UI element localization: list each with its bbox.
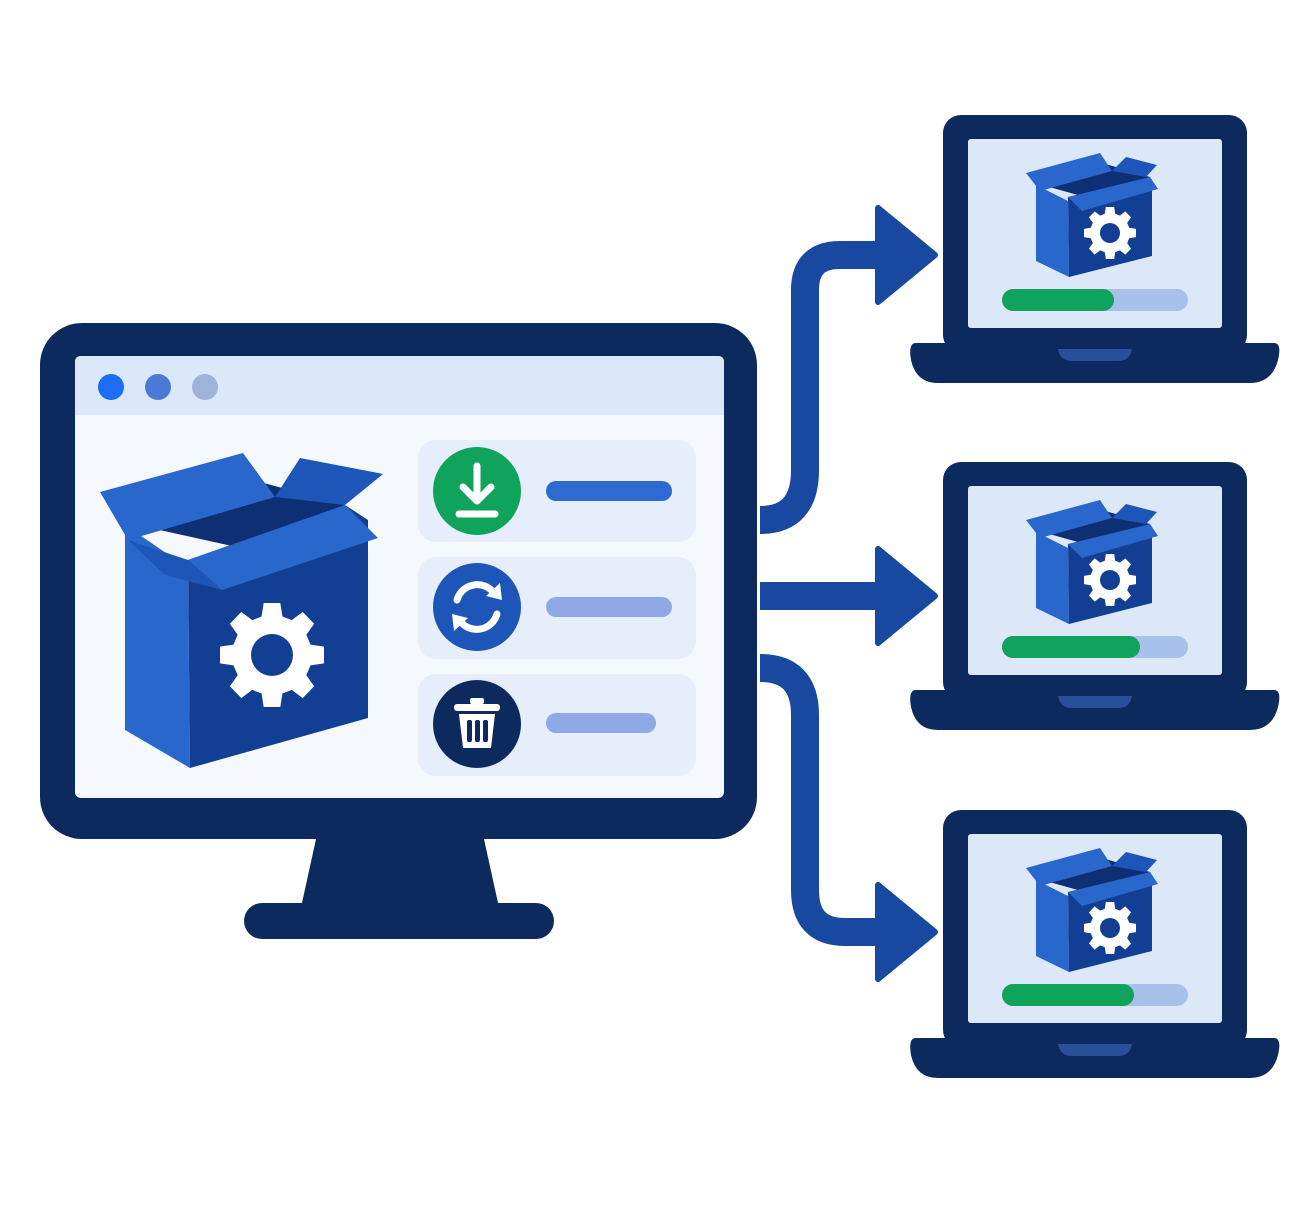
connector-arrows [759, 205, 938, 982]
laptop-trackpad-notch [1058, 349, 1132, 361]
action-row-update[interactable] [418, 557, 696, 659]
laptop-base [910, 690, 1280, 730]
laptop-trackpad-notch [1058, 1044, 1132, 1056]
progress-fill [1002, 289, 1114, 311]
download-arrow-glyph [455, 462, 499, 518]
window-control-dot-blue[interactable] [98, 374, 124, 400]
source-monitor [40, 323, 757, 939]
window-control-dot-mid[interactable] [145, 374, 171, 400]
monitor-stand-neck [300, 830, 500, 912]
sync-icon[interactable] [433, 563, 521, 651]
trash-glyph [454, 698, 500, 748]
uninstall-label-bar [546, 713, 656, 733]
progress-fill [1002, 636, 1140, 658]
package-gear-icon [1026, 500, 1158, 624]
package-gear-icon [1026, 848, 1158, 972]
window-titlebar [75, 356, 724, 415]
laptop-base [910, 343, 1280, 383]
arrow-to-laptop-3 [759, 654, 885, 946]
laptop-1 [910, 115, 1280, 383]
window-control-dot-gray[interactable] [192, 374, 218, 400]
install-label-bar [546, 481, 672, 501]
arrow-head-3 [875, 882, 938, 982]
arrow-head-2 [875, 546, 938, 646]
package-gear-icon [1026, 153, 1158, 277]
arrow-head-1 [875, 205, 938, 305]
monitor-stand-base [244, 903, 554, 939]
action-row-install[interactable] [418, 440, 696, 542]
laptop-trackpad-notch [1058, 696, 1132, 708]
laptop-2 [910, 462, 1280, 730]
package-gear-icon [100, 453, 383, 768]
laptop-3 [910, 810, 1280, 1078]
action-row-uninstall[interactable] [418, 674, 696, 776]
sync-arrows-glyph [453, 581, 501, 633]
update-label-bar [546, 597, 672, 617]
target-laptops [910, 115, 1280, 1078]
arrow-to-laptop-1 [759, 241, 885, 534]
laptop-base [910, 1038, 1280, 1078]
progress-fill [1002, 984, 1134, 1006]
